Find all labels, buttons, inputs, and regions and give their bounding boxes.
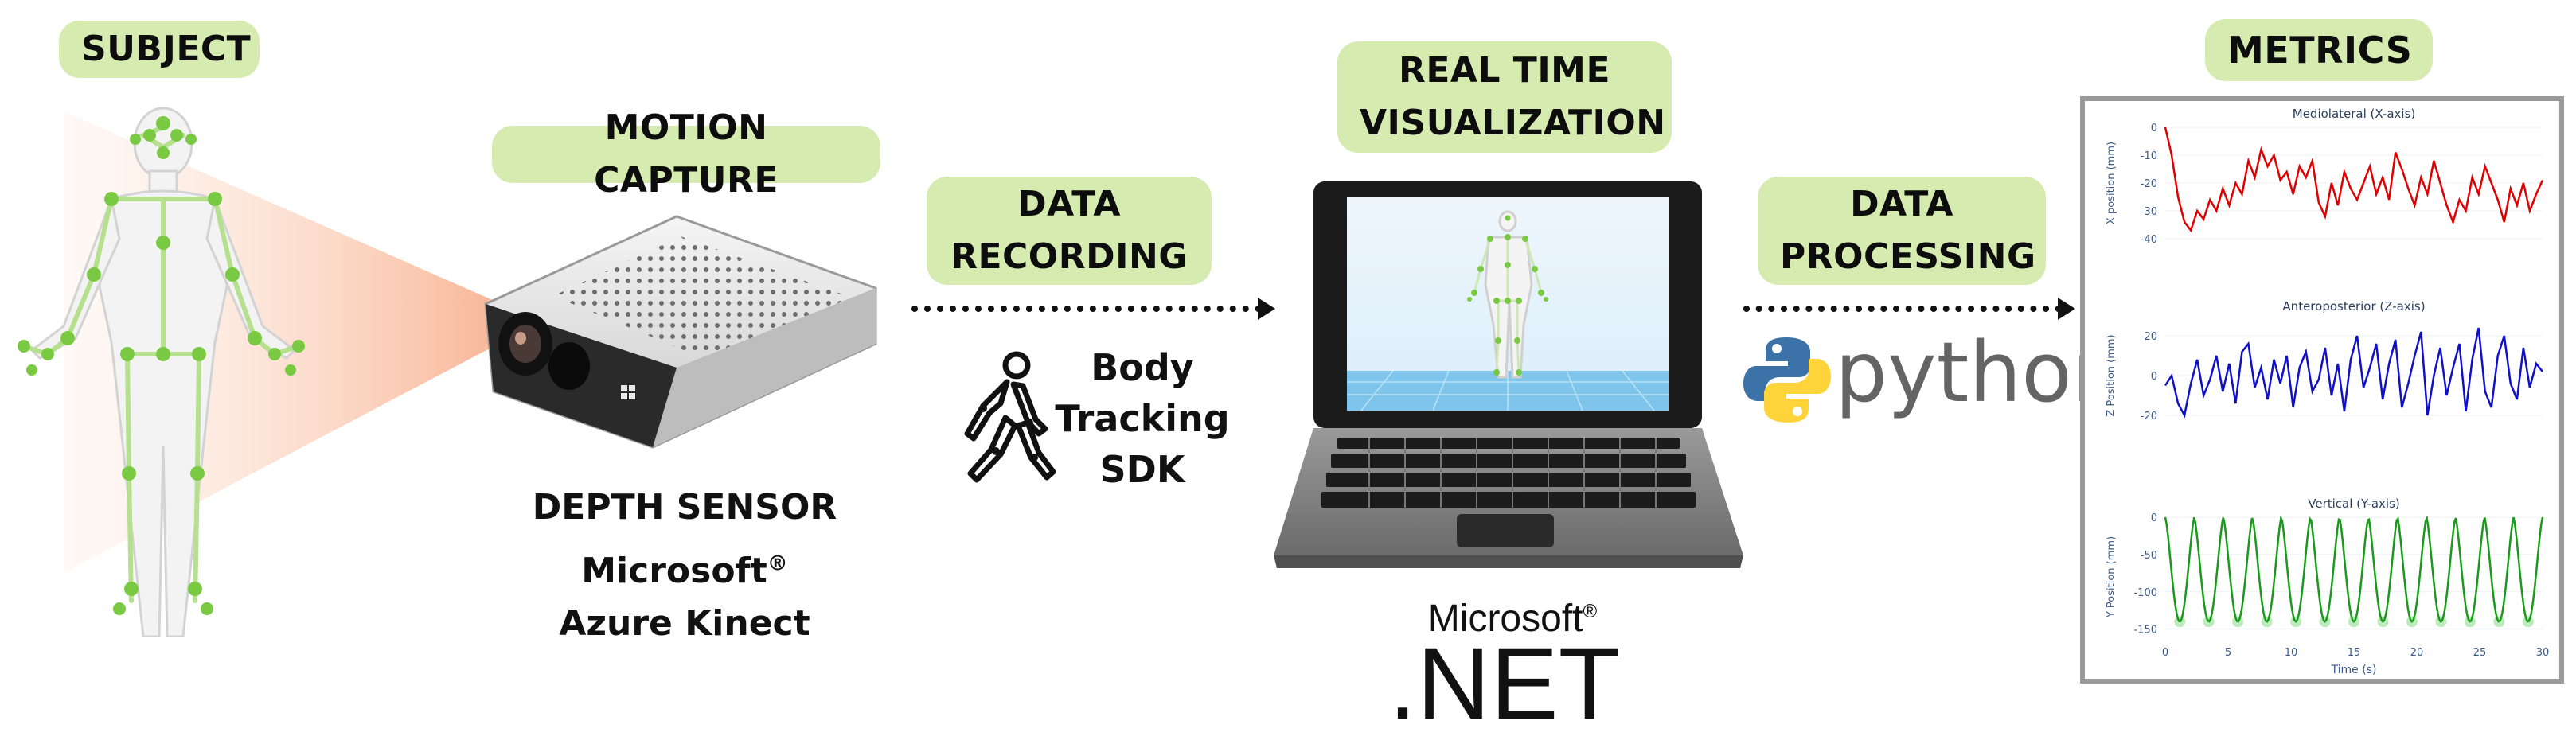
arrow-recording-line (911, 306, 1262, 312)
keyboard (1321, 438, 1696, 508)
y-tick-label: 0 (2151, 512, 2157, 524)
python-wordmark: python™ (1835, 325, 2141, 420)
y-axis-label: Y Position (mm) (2106, 536, 2117, 618)
chart-title: Anteroposterior (Z-axis) (2282, 299, 2425, 314)
touchpad (1457, 514, 1554, 547)
subject-figure (18, 107, 502, 637)
metric-chart-1: Anteroposterior (Z-axis) Z Position (mm) 2… (2106, 299, 2543, 423)
x-tick-label: 0 (2162, 647, 2168, 659)
label-realtime-visualization: REAL TIME VISUALIZATION (1337, 41, 1672, 153)
arrow-processing-line (1743, 306, 2062, 312)
y-tick-label: -150 (2133, 625, 2157, 637)
label-subject: SUBJECT (59, 21, 260, 78)
x-tick-label: 5 (2225, 647, 2231, 659)
metric-chart-0: Mediolateral (X-axis) X position (mm) 0 -10… (2106, 107, 2544, 246)
dotnet-brand: Microsoft® (1427, 598, 1598, 640)
label-metrics: METRICS (2205, 19, 2433, 81)
azure-kinect-device (484, 215, 877, 449)
y-axis-label: Z Position (mm) (2106, 334, 2117, 416)
metric-chart-2: Vertical (Y-axis) Y Position (mm) 0 -50 -100… (2106, 497, 2549, 676)
sensor-type: DEPTH SENSOR (532, 487, 837, 528)
metrics-frame (2080, 96, 2564, 684)
x-tick-label: 20 (2410, 647, 2424, 659)
sensor-brand: Microsoft® (581, 551, 788, 591)
y-tick-label: -10 (2141, 150, 2157, 162)
python-logo-icon (1743, 337, 1831, 423)
sdk-text: Body Tracking SDK (1055, 346, 1230, 491)
series-line (2164, 127, 2544, 233)
x-tick-label: 10 (2285, 647, 2298, 659)
y-tick-label: -40 (2141, 234, 2157, 246)
label-data-processing: DATA PROCESSING (1758, 177, 2046, 285)
sensor-model: Azure Kinect (559, 603, 810, 644)
chart-title: Vertical (Y-axis) (2308, 497, 2399, 511)
body-joints (18, 116, 305, 615)
x-tick-label: 30 (2536, 647, 2550, 659)
series-line (2164, 515, 2544, 624)
arrow-recording-head (1258, 298, 1275, 320)
laptop (1274, 181, 1743, 568)
registered-mark: ® (767, 551, 788, 576)
y-tick-label: 0 (2151, 371, 2157, 383)
chart-title: Mediolateral (X-axis) (2293, 107, 2416, 121)
x-tick-label: 25 (2473, 647, 2487, 659)
y-tick-label: -50 (2141, 550, 2157, 562)
registered-mark: ® (1583, 601, 1598, 622)
label-motion-capture: MOTION CAPTURE (492, 107, 880, 201)
y-tick-label: -100 (2133, 587, 2157, 599)
metrics-charts: Mediolateral (X-axis) X position (mm) 0 -10… (2080, 96, 2564, 684)
walking-skeleton-icon (964, 351, 1056, 483)
y-tick-label: 20 (2144, 331, 2157, 343)
y-tick-label: 0 (2151, 123, 2157, 134)
y-axis-label: X position (mm) (2106, 142, 2117, 224)
arrow-processing-head (2058, 298, 2075, 320)
y-tick-label: -30 (2141, 206, 2157, 218)
label-data-recording: DATA RECORDING (927, 177, 1212, 285)
y-tick-label: -20 (2141, 411, 2157, 423)
dotnet-name: .NET (1388, 627, 1621, 741)
x-axis-label: Time (s) (2331, 664, 2377, 676)
y-tick-label: -20 (2141, 178, 2157, 190)
x-tick-label: 15 (2348, 647, 2361, 659)
series-line (2164, 327, 2543, 419)
